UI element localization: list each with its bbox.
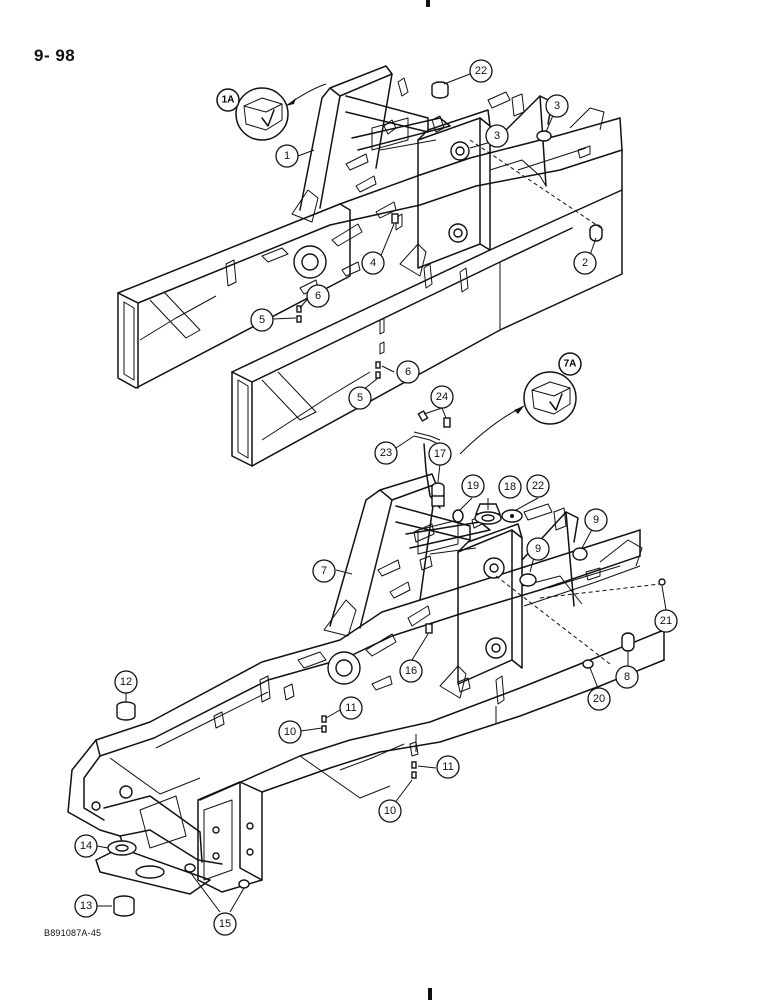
callout-6a: 6 <box>306 284 330 308</box>
svg-text:6: 6 <box>315 290 321 302</box>
svg-text:10: 10 <box>384 805 396 817</box>
callout-14: 14 <box>74 834 98 858</box>
upper-frame-assembly <box>117 65 623 467</box>
svg-text:1A: 1A <box>222 95 235 106</box>
svg-text:24: 24 <box>436 391 448 403</box>
svg-text:12: 12 <box>120 676 132 688</box>
svg-text:20: 20 <box>593 693 605 705</box>
callout-10a: 10 <box>278 720 302 744</box>
svg-text:9: 9 <box>593 514 599 526</box>
callout-5b: 5 <box>348 386 372 410</box>
svg-text:22: 22 <box>475 65 487 77</box>
callout-20: 20 <box>587 687 611 711</box>
svg-text:22: 22 <box>532 480 544 492</box>
page-marks <box>426 0 432 1000</box>
callout-13: 13 <box>74 894 98 918</box>
svg-text:2: 2 <box>582 257 588 269</box>
svg-text:5: 5 <box>259 314 265 326</box>
callout-3b: 3 <box>485 124 509 148</box>
callout-11a: 11 <box>339 696 363 720</box>
svg-text:6: 6 <box>405 366 411 378</box>
callout-18: 18 <box>498 475 522 499</box>
svg-text:3: 3 <box>554 100 560 112</box>
detail-7a <box>459 371 577 455</box>
callout-6b: 6 <box>396 360 420 384</box>
callout-15: 15 <box>213 912 237 936</box>
svg-text:17: 17 <box>434 448 446 460</box>
callout-19: 19 <box>461 474 485 498</box>
svg-text:15: 15 <box>219 918 231 930</box>
page-number: 9- 98 <box>34 46 76 65</box>
callout-24: 24 <box>430 385 454 409</box>
callout-4: 4 <box>361 251 385 275</box>
svg-text:8: 8 <box>624 671 630 683</box>
callout-10b: 10 <box>378 799 402 823</box>
callout-5a: 5 <box>250 308 274 332</box>
svg-text:11: 11 <box>345 702 356 714</box>
upper-hardware <box>296 81 605 379</box>
leader-lines <box>96 73 667 913</box>
svg-text:18: 18 <box>504 481 516 493</box>
callout-9a: 9 <box>584 508 608 532</box>
svg-text:1: 1 <box>284 150 290 162</box>
svg-text:21: 21 <box>660 615 672 627</box>
svg-text:14: 14 <box>80 840 92 852</box>
svg-text:4: 4 <box>370 257 376 269</box>
callout-11b: 11 <box>436 755 460 779</box>
detail-1a-label: 1A <box>216 88 240 112</box>
callout-2: 2 <box>573 251 597 275</box>
lower-hardware <box>107 410 666 917</box>
callout-9b: 9 <box>526 537 550 561</box>
callout-3a: 3 <box>545 94 569 118</box>
svg-text:7: 7 <box>321 565 327 577</box>
svg-text:19: 19 <box>467 480 479 492</box>
callout-22a: 22 <box>469 59 493 83</box>
svg-text:13: 13 <box>80 900 92 912</box>
callout-12: 12 <box>114 670 138 694</box>
svg-text:9: 9 <box>535 543 541 555</box>
svg-text:7A: 7A <box>564 359 577 370</box>
svg-text:5: 5 <box>357 392 363 404</box>
callout-7: 7 <box>312 559 336 583</box>
lower-frame-assembly <box>67 473 665 895</box>
svg-text:10: 10 <box>284 726 296 738</box>
detail-7a-label: 7A <box>558 352 582 376</box>
callout-23: 23 <box>374 441 398 465</box>
svg-text:23: 23 <box>380 447 392 459</box>
callout-1: 1 <box>275 144 299 168</box>
callout-8: 8 <box>615 665 639 689</box>
callout-22b: 22 <box>526 474 550 498</box>
svg-text:11: 11 <box>442 761 453 773</box>
callout-21: 21 <box>654 609 678 633</box>
svg-text:3: 3 <box>494 130 500 142</box>
figure-code: B891087A-45 <box>44 928 102 938</box>
callout-16: 16 <box>399 659 423 683</box>
callout-17: 17 <box>428 442 452 466</box>
detail-1a <box>235 83 327 141</box>
svg-text:16: 16 <box>405 665 417 677</box>
